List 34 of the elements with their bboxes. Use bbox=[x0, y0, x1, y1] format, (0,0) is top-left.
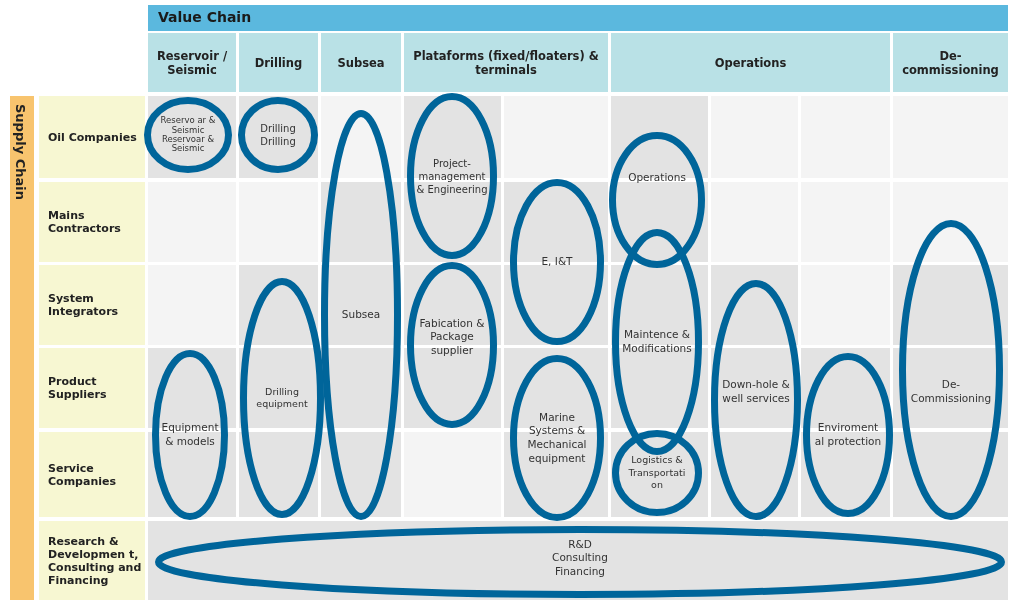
ellipse-label: Project- management & Engineering bbox=[415, 156, 489, 196]
ellipse-label: Financing bbox=[554, 564, 606, 579]
ellipse-label: Operations bbox=[627, 171, 687, 185]
header-band: Value Chain bbox=[148, 5, 1008, 31]
ellipse-label: Enviroment al protection bbox=[813, 421, 883, 449]
ellipse-label: R&D bbox=[567, 537, 593, 552]
row-header: Service Companies bbox=[39, 432, 145, 517]
ellipse-label: Consulting bbox=[551, 551, 609, 565]
ellipse-label: Reservo ar & Seismic bbox=[159, 116, 217, 135]
ellipse-label: E, I&T bbox=[540, 255, 574, 269]
ellipse-label: Drilling bbox=[259, 135, 297, 148]
ellipse-label: Logistics & Transportati on bbox=[627, 454, 687, 492]
ellipse-label: Drilling bbox=[259, 122, 297, 135]
ellipse-label: Fabication & Package supplier bbox=[418, 316, 486, 358]
ellipse-label: Equipment & models bbox=[160, 421, 220, 449]
column-header: Plataforms (fixed/floaters) & terminals bbox=[404, 33, 608, 92]
side-band: Supply Chain bbox=[10, 96, 34, 600]
ellipse-label: Drilling equipment bbox=[255, 385, 309, 411]
ellipse-label: Maintence & Modifications bbox=[621, 328, 693, 356]
column-header: Subsea bbox=[321, 33, 401, 92]
row-header: Oil Companies bbox=[39, 96, 145, 178]
row-header: Product Suppliers bbox=[39, 348, 145, 428]
ellipse-label: Down-hole & well services bbox=[721, 378, 791, 406]
ellipse-label: Marine Systems & Mechanical equipment bbox=[526, 410, 588, 466]
column-header: Reservoir / Seismic bbox=[148, 33, 236, 92]
row-header: System Integrators bbox=[39, 265, 145, 345]
column-header: De- commissioning bbox=[893, 33, 1008, 92]
column-header: Drilling bbox=[239, 33, 318, 92]
ellipse-label: Reservoar & Seismic bbox=[160, 135, 216, 154]
column-header: Operations bbox=[611, 33, 890, 92]
ellipse-label: De- Commissioning bbox=[909, 378, 993, 406]
row-header: Research & Developmen t, Consulting and Financing bbox=[39, 521, 145, 600]
row-header: Mains Contractors bbox=[39, 182, 145, 262]
ellipse-label: Subsea bbox=[340, 308, 382, 322]
